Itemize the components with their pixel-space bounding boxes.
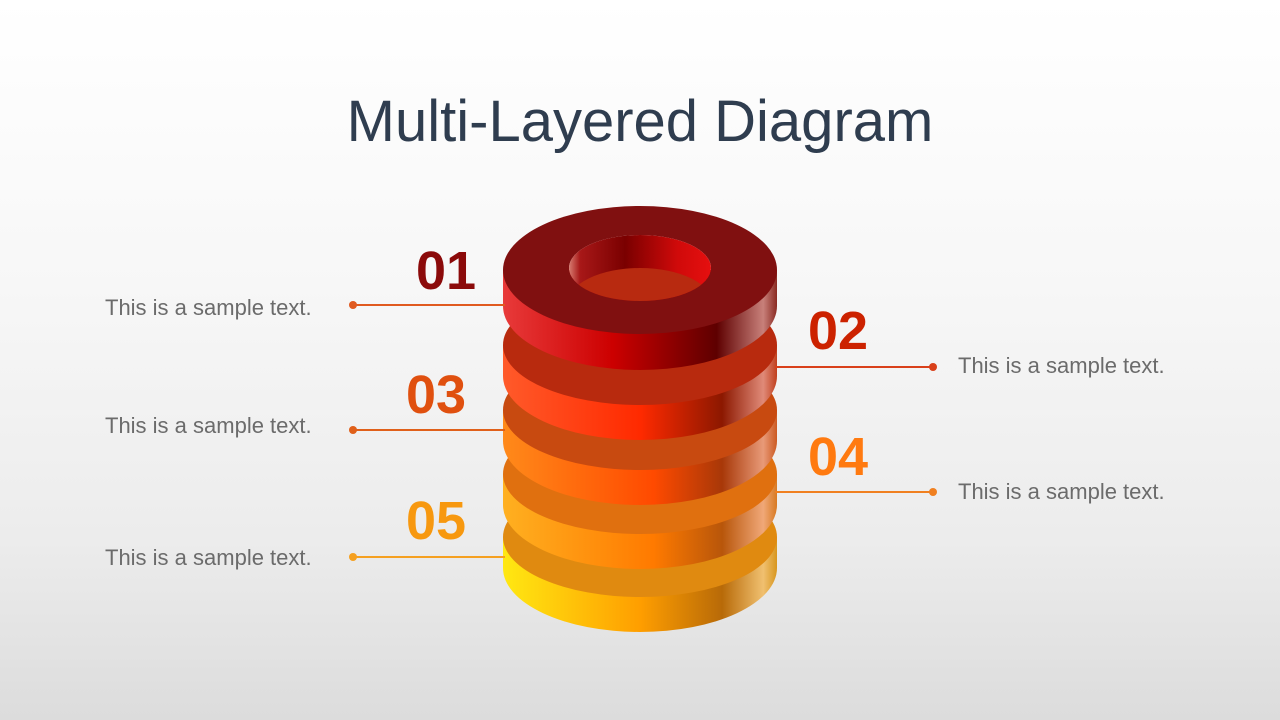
layer-4-connector-dot (929, 488, 937, 496)
layer-3-number: 03 (406, 365, 467, 425)
layer-4-text: This is a sample text. (958, 479, 1165, 504)
layer-4-number: 04 (808, 427, 869, 487)
layer-2-number: 02 (808, 301, 869, 361)
layer-1-ring (503, 206, 777, 370)
layer-3-connector-line (353, 429, 505, 431)
layer-1-text: This is a sample text. (105, 295, 312, 320)
layer-4-connector-line (775, 491, 933, 493)
layer-5-number: 05 (406, 491, 467, 551)
slide-title: Multi-Layered Diagram (346, 89, 934, 154)
layer-5-text: This is a sample text. (105, 545, 312, 570)
layer-2-connector-dot (929, 363, 937, 371)
layer-2-text: This is a sample text. (958, 353, 1165, 378)
layer-5-connector-line (353, 556, 505, 558)
layer-2-connector-line (775, 366, 933, 368)
layer-1-connector-line (353, 304, 505, 306)
layer-3-text: This is a sample text. (105, 413, 312, 438)
layer-1-number: 01 (416, 241, 477, 301)
